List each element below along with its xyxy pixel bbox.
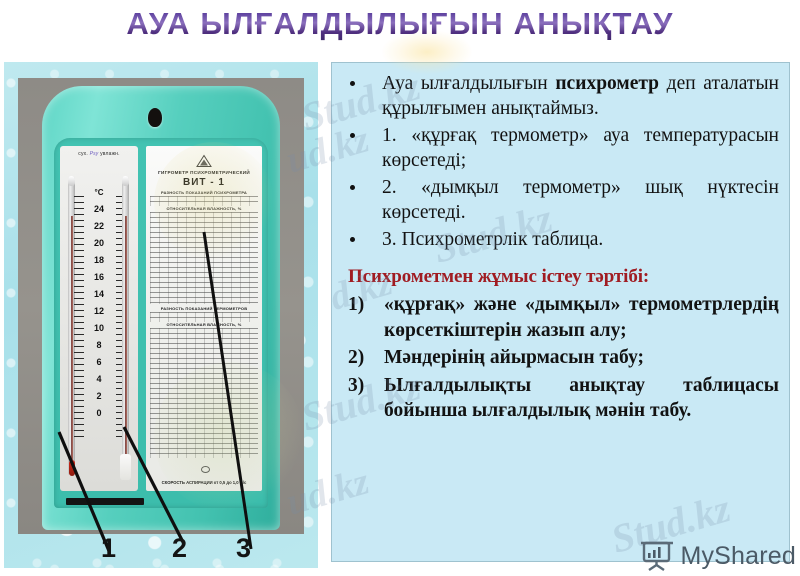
scale-tick-label: 22 (93, 221, 104, 231)
bullet-text-bold: психрометр (555, 73, 660, 94)
bullet-text-pre: 3. Психрометрлік таблица. (382, 229, 604, 250)
manufacturer-logo-icon (196, 154, 212, 167)
scale-tick-label: 20 (93, 238, 104, 248)
mercury-stem (124, 216, 127, 460)
tube-cap (122, 176, 129, 186)
scale-tick-label: 24 (93, 204, 104, 214)
bullet-text-pre: 1. «құрғақ термометр» ауа температурасын… (382, 125, 779, 171)
table-header-3: РАЗНОСТЬ ПОКАЗАНИЙ ТЕРМОМЕТРОВ (160, 306, 248, 311)
table-header-4: ОТНОСИТЕЛЬНАЯ ВЛАЖНОСТЬ, % (166, 322, 242, 327)
list-item: Ауа ылғалдылығын психрометр деп аталатын… (342, 71, 779, 121)
list-item: Ылғалдылықты анықтау таблицасы бойынша ы… (348, 373, 779, 422)
table-grid-strip-1 (150, 196, 258, 206)
scale-tick-label: 8 (96, 340, 102, 350)
scale-tick-label: 16 (93, 272, 104, 282)
table-model: ВИТ - 1 (183, 177, 225, 188)
section-heading: Психрометмен жұмыс істеу тәртібі: (348, 266, 650, 287)
table-header-1: РАЗНОСТЬ ПОКАЗАНИЙ ПСИХРОМЕТРА (160, 190, 248, 195)
dry-label: сух. (78, 151, 88, 157)
scale-ticks-right (116, 196, 126, 442)
slide-title-bar: АУА ЫЛҒАЛДЫЛЫҒЫН АНЫҚТАУ (0, 0, 800, 56)
aspiration-note: СКОРОСТЬ АСПИРАЦИИ от 0,5 до 1,0 м/с (161, 480, 247, 485)
mercury-stem (70, 216, 73, 460)
scale-ticks-left (74, 196, 84, 442)
list-item: 2. «дымқыл термометр» шық нүктесін көрсе… (342, 175, 779, 225)
scale-unit: °C (94, 188, 104, 197)
presentation-board-icon (641, 541, 674, 571)
table-grid-strip-2 (150, 312, 258, 322)
myshared-logo[interactable]: MyShared (640, 540, 796, 572)
steps-list: «құрғақ» және «дымқыл» термометрлердің к… (342, 292, 779, 424)
bullet-list: Ауа ылғалдылығын психрометр деп аталатын… (342, 71, 779, 252)
thermometer-labels: сух. Psy увлажн. (60, 151, 138, 157)
callout-number-1: 1 (101, 533, 117, 563)
table-title: ГИГРОМЕТР ПСИХРОМЕТРИЧЕСКИЙ (158, 170, 250, 175)
mercury-bulb (68, 460, 75, 476)
list-item: 3. Психрометрлік таблица. (342, 227, 779, 252)
bullet-text-pre: 2. «дымқыл термометр» шық нүктесін көрсе… (382, 177, 779, 223)
page-title: АУА ЫЛҒАЛДЫЛЫҒЫН АНЫҚТАУ (126, 0, 673, 44)
wet-wick-gauze (120, 454, 131, 480)
callout-number-2: 2 (172, 533, 188, 563)
list-item: 1. «құрғақ термометр» ауа температурасын… (342, 123, 779, 173)
scale-tick-label: 2 (96, 391, 102, 401)
list-item: «құрғақ» және «дымқыл» термометрлердің к… (348, 292, 779, 341)
thermometer-base-bar (66, 498, 144, 505)
bullet-text-post: деп аталатын құрылғымен анықтаймыз. (382, 73, 779, 119)
callout-number-3: 3 (236, 533, 252, 563)
tube-cap (68, 176, 75, 186)
scale-tick-label: 12 (93, 306, 104, 316)
hanging-hole (148, 108, 162, 127)
myshared-brand-text: MyShared (680, 541, 796, 570)
wet-thermometer-tube (120, 176, 131, 480)
list-item: Мәндерінің айырмасын табу; (348, 345, 645, 370)
wet-label: увлажн. (100, 151, 120, 157)
scale-tick-label: 4 (96, 374, 102, 384)
scale-tick-label: 18 (93, 255, 104, 265)
scale-tick-label: 14 (93, 289, 104, 299)
psychrometric-table-card: ГИГРОМЕТР ПСИХРОМЕТРИЧЕСКИЙ ВИТ - 1 РАЗН… (146, 146, 262, 491)
bullet-text-pre: Ауа ылғалдылығын (382, 73, 556, 94)
scale-tick-label: 10 (93, 323, 104, 333)
aspiration-indicator-icon (201, 466, 210, 473)
table-header-2: ОТНОСИТЕЛЬНАЯ ВЛАЖНОСТЬ, % (166, 206, 242, 211)
scale-tick-label: 0 (96, 408, 102, 418)
brand-script: Psy (89, 151, 99, 157)
content-panel: Ауа ылғалдылығын психрометр деп аталатын… (331, 62, 790, 562)
table-grid-block-2 (150, 328, 258, 458)
scale-tick-label: 6 (96, 357, 102, 367)
table-grid-block-1 (150, 212, 258, 304)
